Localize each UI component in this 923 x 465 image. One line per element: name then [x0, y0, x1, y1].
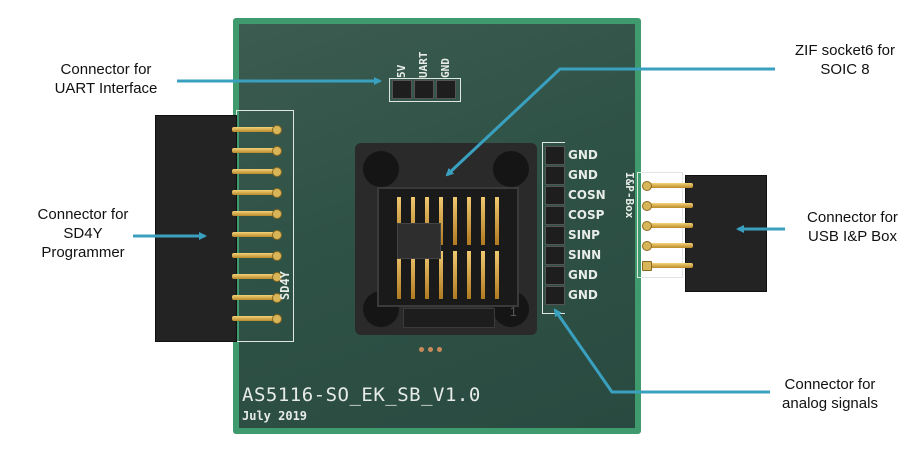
label-zif-socket: ZIF socket6 for SOIC 8 — [794, 42, 896, 78]
sd4y-header — [155, 115, 237, 342]
zif-socket: 1 — [355, 143, 537, 335]
uart-pin-5v: 5V — [395, 64, 408, 78]
analog-pin-label: COSP — [568, 208, 605, 222]
soic8-chip — [397, 223, 441, 259]
socket-pin1-marker: 1 — [509, 304, 517, 319]
analog-pin-label: SINN — [568, 248, 602, 262]
analog-pin-label: GND — [568, 148, 598, 162]
analog-pin-label: GND — [568, 268, 598, 282]
socket-label-tab — [403, 308, 495, 328]
board-name: AS5116-SO_EK_SB_V1.0 — [242, 384, 481, 406]
ip-box-header — [685, 175, 767, 292]
analog-pin-label: GND — [568, 168, 598, 182]
uart-pin-uart: UART — [417, 51, 430, 79]
analog-pin-label: GND — [568, 288, 598, 302]
label-usb-connector: Connector for USB I&P Box — [807, 209, 898, 245]
analog-pin-label: COSN — [568, 188, 606, 202]
sd4y-silk-outline — [236, 110, 294, 342]
board-date: July 2019 — [242, 409, 308, 423]
label-sd4y-connector: Connector for SD4Y Programmer — [37, 206, 129, 261]
analog-pin-label: SINP — [568, 228, 600, 242]
sd4y-silk-label: SD4Y — [278, 271, 292, 300]
label-uart-connector: Connector for UART Interface — [54, 61, 158, 97]
label-analog-connector: Connector for analog signals — [782, 376, 878, 412]
ip-box-silk-label: I&P-Box — [623, 172, 636, 219]
uart-pin-gnd: GND — [439, 58, 452, 78]
